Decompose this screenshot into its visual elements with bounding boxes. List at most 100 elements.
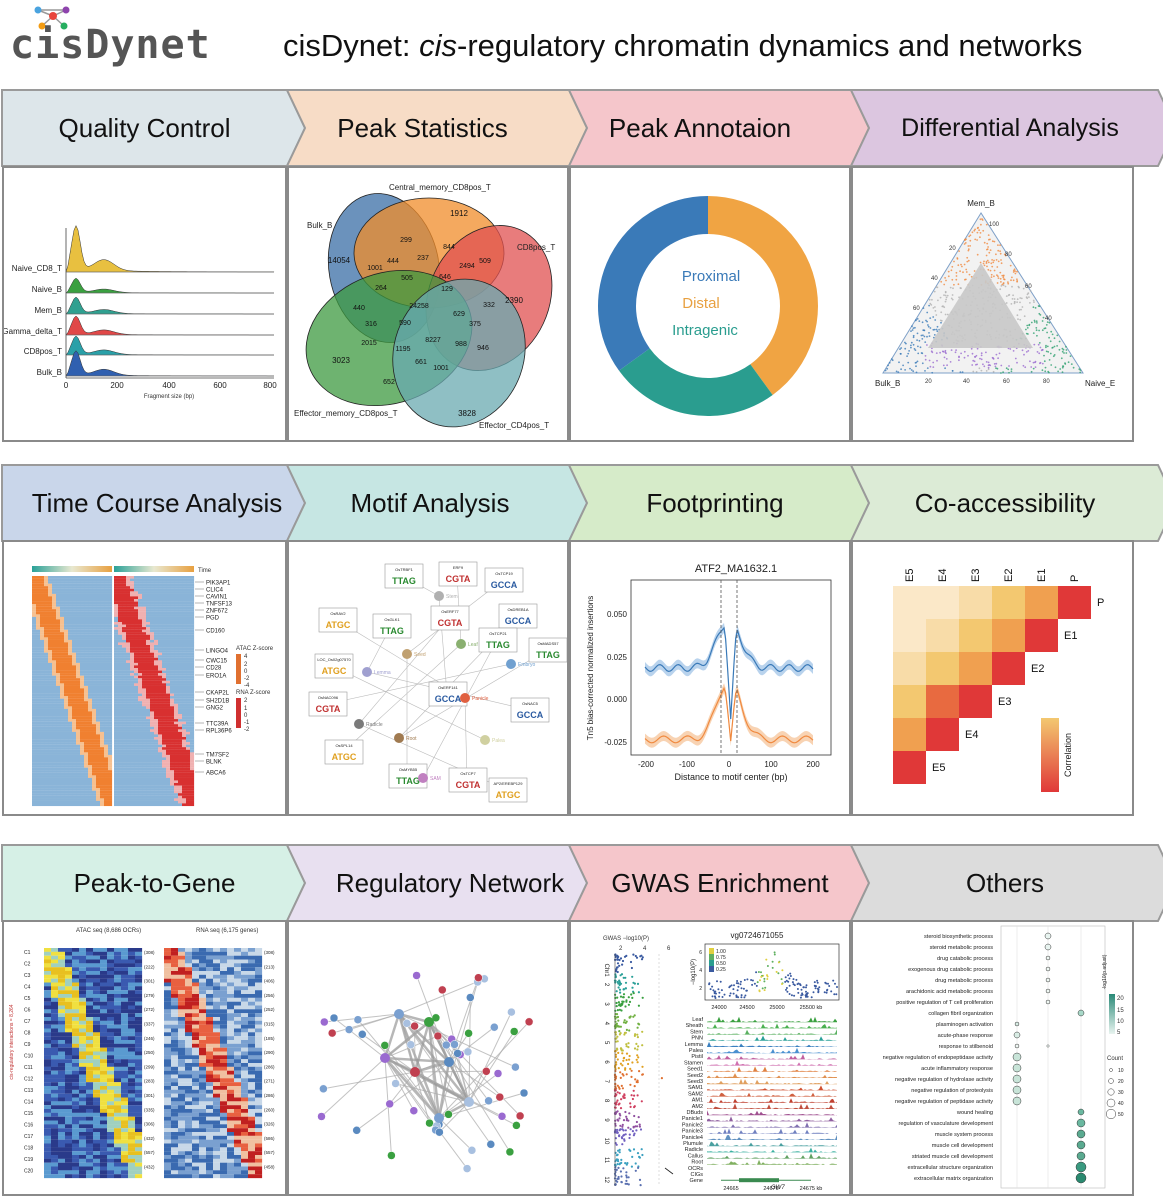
ternary-dot <box>915 319 917 321</box>
tc-rna-cell <box>174 729 179 732</box>
ternary-dot <box>926 320 928 323</box>
tc-rna-cell <box>130 662 135 666</box>
tc-atac-cell <box>80 652 85 656</box>
tc-rna-cell <box>154 683 159 686</box>
tc-rna-cell <box>162 683 167 686</box>
ternary-dot <box>981 219 984 221</box>
tc-rna-cell <box>122 788 127 791</box>
tc-atac-cell <box>56 662 61 666</box>
tc-rna-cell <box>126 596 131 600</box>
header-others[interactable]: Others <box>965 867 1045 898</box>
tc-rna-cell <box>122 639 127 643</box>
tc-atac-cell <box>84 578 89 582</box>
tc-atac-cell <box>80 752 85 755</box>
tc-rna-cell <box>186 783 191 786</box>
tc-atac-cell <box>104 645 109 648</box>
tc-rna-cell <box>146 660 151 663</box>
tc-rna-cell <box>142 629 147 633</box>
tc-atac-cell <box>84 742 89 745</box>
tc-atac-cell <box>72 777 77 781</box>
tc-rna-cell <box>122 716 127 720</box>
tc-rna-cell <box>114 744 119 748</box>
tc-atac-cell <box>44 624 49 628</box>
venn-set-label: Central_memory_CD8pos_T <box>389 183 491 192</box>
tc-atac-cell <box>100 593 105 597</box>
tc-rna-cell <box>130 586 135 589</box>
tc-rna-cell <box>174 754 179 758</box>
tc-atac-cell <box>96 586 101 589</box>
tc-atac-cell <box>44 734 49 738</box>
tc-atac-cell <box>60 668 65 671</box>
tc-rna-cell <box>154 795 159 799</box>
header-footprinting[interactable]: Footprinting <box>646 487 784 518</box>
header-co-accessibility[interactable]: Co-accessibility <box>914 487 1096 518</box>
tc-rna-cell <box>142 647 147 651</box>
p2g-rna-cell <box>171 986 179 991</box>
p2g-rna-cell <box>192 971 200 975</box>
tc-atac-cell <box>96 780 101 784</box>
tc-atac-cell <box>104 757 109 761</box>
ternary-dot <box>1032 306 1035 309</box>
tc-atac-cell <box>108 788 113 791</box>
tc-rna-cell <box>114 680 119 684</box>
tc-rna-cell <box>158 772 163 776</box>
p2g-rna-cell <box>255 963 263 968</box>
tc-rna-cell <box>162 645 167 648</box>
tc-rna-cell <box>122 754 127 758</box>
tc-atac-cell <box>92 683 97 686</box>
tc-atac-cell <box>76 596 81 600</box>
p2g-rna-cell <box>241 986 249 991</box>
tc-atac-cell <box>100 783 105 786</box>
tc-rna-cell <box>166 785 171 789</box>
header-differential-analysis[interactable]: Differential Analysis <box>901 113 1119 142</box>
tc-rna-cell <box>114 762 119 766</box>
ternary-dot <box>951 370 954 372</box>
ternary-dot <box>989 249 992 251</box>
tc-rna-cell <box>142 744 147 748</box>
tc-rna-cell <box>174 749 179 753</box>
tc-rna-cell <box>162 647 167 651</box>
tc-rna-cell <box>130 780 135 784</box>
p2g-atac-cell <box>114 994 122 998</box>
header-gwas-enrichment[interactable]: GWAS Enrichment <box>611 867 829 898</box>
header-quality-control[interactable]: Quality Control <box>58 112 231 143</box>
tc-atac-cell <box>92 785 97 789</box>
tc-atac-cell <box>56 803 61 807</box>
tc-atac-cell <box>56 765 61 768</box>
tc-rna-cell <box>138 670 143 674</box>
tc-atac-cell <box>92 657 97 661</box>
header-peak-statistics[interactable]: Peak Statistics <box>337 112 508 143</box>
tc-atac-cell <box>64 716 69 720</box>
tc-rna-cell <box>178 655 183 658</box>
ternary-dot <box>1002 371 1004 374</box>
tc-atac-cell <box>68 754 73 758</box>
header-motif-analysis[interactable]: Motif Analysis <box>350 487 510 518</box>
tc-atac-cell <box>76 747 81 750</box>
motif-tissue-node <box>418 773 428 783</box>
tc-rna-cell <box>162 701 167 704</box>
tc-atac-cell <box>72 724 77 727</box>
tc-rna-cell <box>130 767 135 771</box>
tc-atac-cell <box>88 675 93 679</box>
tc-atac-cell <box>52 770 57 773</box>
ternary-dot <box>996 266 999 268</box>
tc-atac-cell <box>36 729 41 732</box>
tc-atac-cell <box>52 632 57 635</box>
header-peak-to-gene[interactable]: Peak-to-Gene <box>73 867 236 898</box>
header-regulatory-network[interactable]: Regulatory Network <box>335 867 565 898</box>
tc-atac-cell <box>92 675 97 679</box>
header-peak-annotation[interactable]: Peak Annotaion <box>608 112 792 143</box>
tc-atac-cell <box>76 632 81 635</box>
tc-atac-cell <box>52 795 57 799</box>
tc-atac-cell <box>100 724 105 727</box>
tc-rna-cell <box>114 578 119 582</box>
tc-rna-cell <box>190 706 195 709</box>
p2g-rna-cell <box>178 971 186 975</box>
p2g-atac-cell <box>44 994 52 998</box>
tc-atac-cell <box>100 691 105 694</box>
header-time-course[interactable]: Time Course Analysis <box>31 487 283 518</box>
tc-atac-cell <box>60 742 65 745</box>
p2g-atac-title: ATAC seq (8,686 OCRs) <box>76 928 141 934</box>
tc-atac-cell <box>32 606 37 610</box>
tc-rna-cell <box>114 576 119 579</box>
